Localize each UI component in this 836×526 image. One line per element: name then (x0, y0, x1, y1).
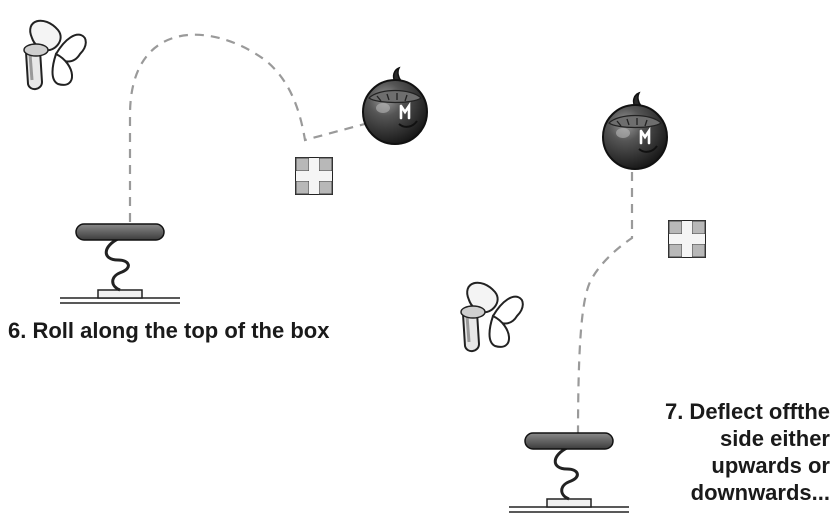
step-7-caption-line: upwards or (665, 452, 830, 479)
bomb-ball-icon (363, 68, 427, 144)
trajectory-path-7 (578, 172, 632, 438)
spring-launcher-icon (509, 433, 629, 512)
fan-icon (24, 21, 86, 89)
box-icon (669, 221, 705, 257)
step-7-caption: 7. Deflect offthe side either upwards or… (665, 398, 830, 506)
trajectory-path-6 (130, 35, 372, 222)
step-7-caption-line: side either (665, 425, 830, 452)
step-7-caption-line: 7. Deflect offthe (665, 398, 830, 425)
panel-6-scene (24, 21, 427, 303)
bomb-ball-icon (603, 93, 667, 169)
spring-launcher-icon (60, 224, 180, 303)
fan-icon (461, 283, 523, 351)
step-7-caption-line: downwards... (665, 479, 830, 506)
box-icon (296, 158, 332, 194)
step-6-caption: 6. Roll along the top of the box (8, 317, 329, 344)
